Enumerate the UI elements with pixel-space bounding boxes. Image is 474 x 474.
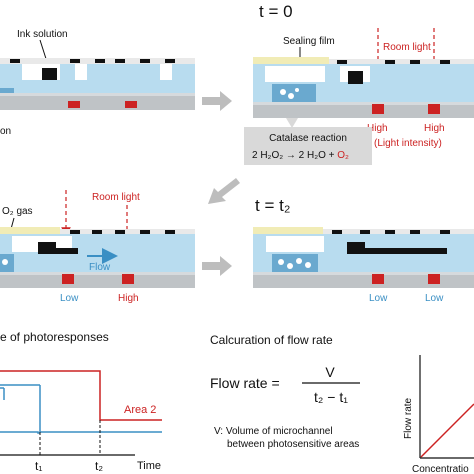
- room-light-label-mid: Room light: [92, 192, 140, 203]
- t2-label: t₂: [95, 459, 103, 473]
- note-line-1: V: Volume of microchannel: [214, 426, 333, 437]
- formula-denominator: t₂ − t₁: [314, 389, 348, 405]
- flow-trend-line: [420, 403, 474, 458]
- photoresponse-plot: e of photoresponses Area 2 t₁ t₂ Time: [0, 330, 162, 473]
- catalase-chamber: [272, 84, 316, 102]
- catalase-title: Catalase reaction: [269, 133, 347, 144]
- note-line-2: between photosensitive areas: [227, 439, 359, 450]
- ink-front-mid-right: [365, 248, 447, 254]
- light-intensity-label: (Light intensity): [374, 138, 442, 149]
- area2-label: Area 2: [124, 404, 156, 416]
- formula-lhs: Flow rate =: [210, 375, 280, 391]
- arrow-down-left: [208, 178, 240, 204]
- arrow-right-top: [202, 91, 232, 111]
- device-mid-left: Room light O₂ gas Flow Low High: [0, 190, 195, 304]
- device-top-left: Ink solution on: [0, 29, 195, 137]
- flow-rate-title: Calcuration of flow rate: [210, 333, 333, 347]
- low-label-2: Low: [425, 293, 444, 304]
- ink-front-mid: [56, 248, 78, 254]
- photoresponse-title: e of photoresponses: [0, 330, 109, 344]
- t1-label: t₁: [35, 459, 42, 473]
- low-label-1: Low: [369, 293, 388, 304]
- sealing-film: [253, 57, 329, 64]
- sealing-film-label: Sealing film: [283, 36, 335, 47]
- reaction-equation: 2 H₂O₂ → 2 H₂O +: [252, 150, 337, 161]
- flow-rate-calculation: Calcuration of flow rate Flow rate = V t…: [210, 333, 474, 474]
- room-light-label-top: Room light: [383, 42, 431, 53]
- ink-block-top-right: [348, 71, 363, 84]
- flow-x-label: Concentratio: [412, 464, 469, 474]
- high-label-mid: High: [118, 293, 139, 304]
- formula-numerator: V: [325, 364, 335, 380]
- time-axis-label: Time: [137, 460, 161, 472]
- device-mid-right: t = t₂ Low Low: [253, 196, 474, 304]
- cut-label: on: [0, 126, 11, 137]
- ink-solution-label: Ink solution: [17, 29, 68, 40]
- o2-gas-label: O₂ gas: [2, 206, 33, 217]
- high-label-1: High: [367, 123, 388, 134]
- time-label-t0: t = 0: [259, 2, 293, 21]
- time-label-t2: t = t₂: [255, 196, 290, 215]
- catalase-reaction-box: Catalase reaction 2 H₂O₂ → 2 H₂O + O₂: [244, 118, 372, 165]
- arrow-right-mid: [202, 256, 232, 276]
- high-label-2: High: [424, 123, 445, 134]
- device-top-right: t = 0 Sealing film Room light High High …: [253, 2, 474, 149]
- low-label-mid: Low: [60, 293, 79, 304]
- svg-text:2 H₂O₂ → 2 H₂O + O₂: 2 H₂O₂ → 2 H₂O + O₂: [252, 150, 349, 161]
- flow-label: Flow: [89, 262, 111, 273]
- reaction-o2: O₂: [337, 150, 349, 161]
- area2-response-line: [0, 370, 162, 421]
- photosensor-2: [125, 101, 137, 108]
- flow-y-label: Flow rate: [403, 397, 414, 439]
- photosensor-1: [68, 101, 80, 108]
- ink-solution-block: [42, 68, 57, 81]
